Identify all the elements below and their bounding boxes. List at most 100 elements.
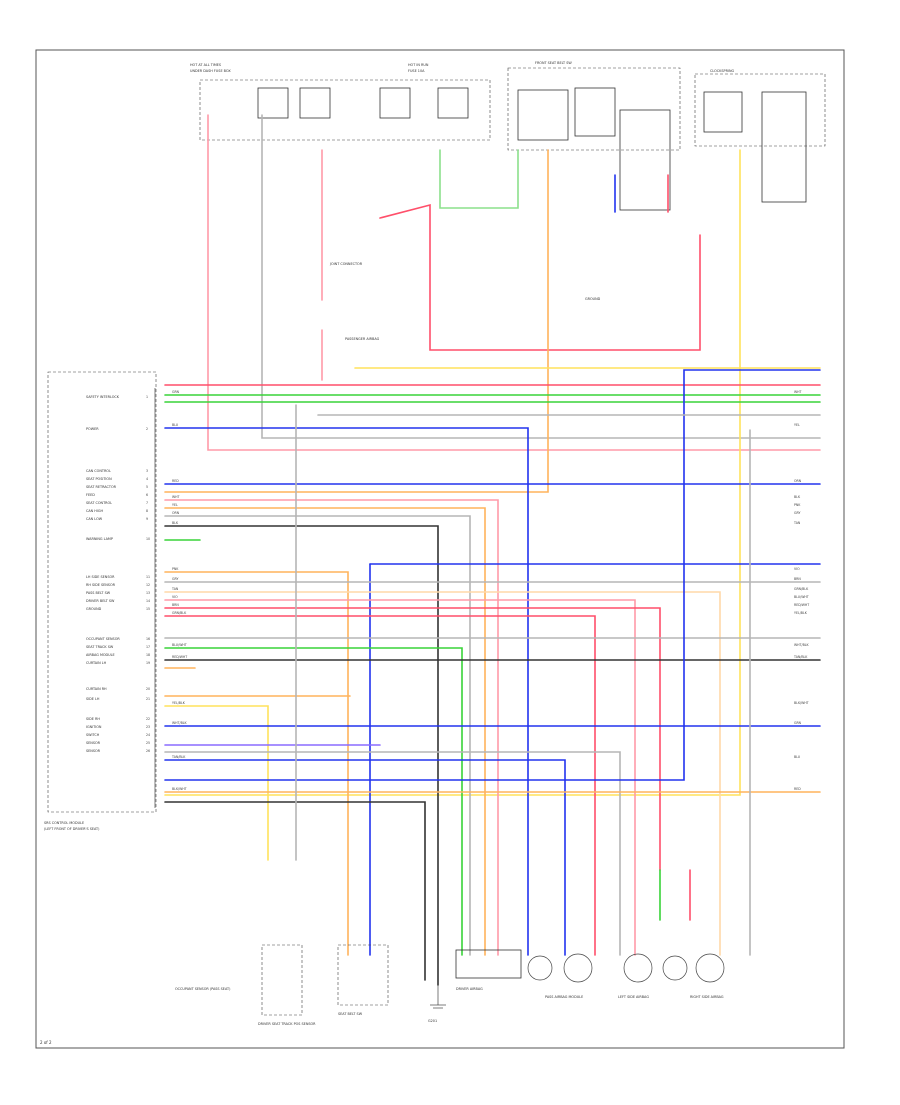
wire-yellow-5 (164, 705, 269, 861)
pin-number: 10 (146, 537, 150, 541)
pin-label: WARNING LAMP (86, 537, 113, 541)
wire-color-label-right: VIO (794, 567, 800, 571)
wire-color-label-right: WHT/BLK (794, 643, 810, 647)
wire-dark-1 (164, 525, 439, 986)
wire-color-label: ORN (172, 511, 180, 515)
wire-orange-2 (164, 507, 486, 956)
pin-number: 9 (146, 517, 148, 521)
pin-label: CURTAIN RH (86, 687, 107, 691)
wire-color-label: TAN/BLK (171, 755, 186, 759)
wire-red-4 (164, 615, 596, 956)
pin-number: 17 (146, 645, 150, 649)
pin-number: 2 (146, 427, 148, 431)
wire-grey-6 (164, 751, 621, 956)
pin-label: SWITCH (86, 733, 100, 737)
pin-label: POWER (86, 427, 99, 431)
wire-pink-2 (164, 499, 499, 956)
wire-blue-7 (164, 369, 821, 781)
wire-color-label-right: BLK (794, 495, 801, 499)
bottom-comp-7: LEFT SIDE AIRBAG (618, 995, 649, 999)
wire-color-label-right: YEL/BLK (794, 611, 808, 615)
pin-label: CAN LOW (86, 517, 103, 521)
top-box-1-sub: UNDER DASH FUSE BOX (190, 69, 231, 73)
wire-color-label: WHT (172, 495, 180, 499)
wire-color-label-right: ORN (794, 479, 802, 483)
wire-color-label: YEL/BLK (172, 701, 186, 705)
wire-color-label-right: PNK (794, 503, 801, 507)
wire-lightgreen-top (439, 149, 519, 209)
wire-color-label: GRN/BLK (172, 611, 187, 615)
wire-color-label: PNK (172, 567, 179, 571)
pin-number: 11 (146, 575, 150, 579)
wire-color-label-right: BLK/WHT (794, 701, 809, 705)
pin-label: SIDE LH (86, 697, 100, 701)
clockspring-box: CLOCKSPRING (694, 69, 826, 203)
wire-pink-3 (164, 599, 636, 956)
bottom-components: OCCUPANT SENSOR (PASS SEAT) DRIVER SEAT … (175, 944, 725, 1026)
wire-color-label-right: RED (794, 787, 801, 791)
pin-number: 5 (146, 485, 148, 489)
pin-number: 22 (146, 717, 150, 721)
wire-color-label: BLU/WHT (172, 643, 187, 647)
top-box-2-sub: FUSE 10A (408, 69, 425, 73)
pin-number: 23 (146, 725, 150, 729)
pin-label: SEAT CONTROL (86, 501, 112, 505)
wire-color-label: BRN (172, 603, 179, 607)
pin-number: 20 (146, 687, 150, 691)
wire-color-label: YEL (172, 503, 178, 507)
pin-label: RH SIDE SENSOR (86, 583, 116, 587)
wire-color-label: VIO (172, 595, 178, 599)
pin-label: DRIVER BELT SW (86, 599, 115, 603)
wire-color-label-right: GRN (794, 721, 802, 725)
wire-color-label: WHT/BLK (172, 721, 188, 725)
pin-label: LH SIDE SENSOR (86, 575, 115, 579)
top-fuse-box: HOT AT ALL TIMES UNDER DASH FUSE BOX HOT… (190, 63, 491, 141)
wire-red-loop (379, 203, 701, 351)
wire-grey-top (261, 114, 821, 439)
pin-number: 24 (146, 733, 150, 737)
pin-number: 26 (146, 749, 150, 753)
wire-color-label: RED (172, 479, 179, 483)
top-box-3-title: FRONT SEAT BELT SW (535, 61, 572, 65)
wire-color-label-right: BRN (794, 577, 801, 581)
wire-blue-6 (164, 759, 566, 956)
module-title: SRS CONTROL MODULE (44, 821, 84, 825)
pin-number: 12 (146, 583, 150, 587)
wire-yellow-cs (164, 149, 741, 796)
pin-number: 16 (146, 637, 150, 641)
pin-label: SAFETY INTERLOCK (86, 395, 120, 399)
pin-label: SEAT POSITION (86, 477, 112, 481)
bottom-comp-3: SEAT BELT SW (338, 1012, 363, 1016)
page-number: 2 of 2 (40, 1040, 52, 1045)
wire-color-label-right: BLU/WHT (794, 595, 809, 599)
wire-orange-3 (164, 571, 349, 956)
pin-number: 7 (146, 501, 148, 505)
srs-control-module: SRS CONTROL MODULE (LEFT FRONT OF DRIVER… (44, 371, 157, 831)
wire-color-label: BLK (172, 521, 179, 525)
pin-number: 13 (146, 591, 150, 595)
pin-label: SEAT RETRACTOR (86, 485, 117, 489)
wire-color-label-right: RED/WHT (794, 603, 809, 607)
pin-label: CAN CONTROL (86, 469, 111, 473)
wire-orange-belt (164, 149, 549, 493)
wire-dark-7 (164, 801, 426, 981)
joint-connector-label: JOINT CONNECTOR (329, 262, 363, 266)
top-box-1-title: HOT AT ALL TIMES (190, 63, 221, 67)
pin-label: IGNITION (86, 725, 102, 729)
bottom-comp-6: PASS AIRBAG MODULE (545, 995, 583, 999)
pin-number: 4 (146, 477, 148, 481)
pin-label: SIDE RH (86, 717, 100, 721)
wire-red-3 (164, 607, 661, 871)
pin-label: SEAT TRACK SW (86, 645, 114, 649)
pin-label: SENSOR (86, 749, 101, 753)
pin-label: CURTAIN LH (86, 661, 107, 665)
module-subtitle: (LEFT FRONT OF DRIVER'S SEAT) (44, 827, 100, 831)
ground-label: GROUND (585, 297, 601, 301)
wires (164, 114, 821, 986)
pin-number: 3 (146, 469, 148, 473)
wire-color-label-right: TAN/BLK (793, 655, 808, 659)
wire-color-label: GRY (172, 577, 178, 581)
